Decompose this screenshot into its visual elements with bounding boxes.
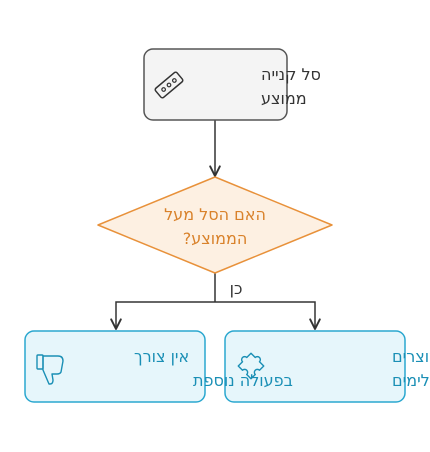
node-start-label-line2: ממוצע	[261, 89, 307, 108]
node-suggest-label-line2: משלימים	[392, 371, 430, 390]
node-no-action-box	[24, 330, 206, 403]
node-start-box	[143, 48, 288, 121]
node-suggest-box	[224, 330, 406, 403]
ticket-icon	[154, 71, 184, 99]
node-start-label-line1: סל קנייה	[261, 65, 321, 84]
node-no-action-label-line2: בפעולה נוספת	[193, 371, 293, 390]
thumbs-down-icon	[36, 354, 64, 385]
node-decision-label-line2: ?הממוצע	[183, 229, 248, 248]
node-decision-label-line1: האם הסל מעל	[164, 205, 266, 224]
node-start: סל קנייה ממוצע	[143, 48, 321, 121]
puzzle-icon	[237, 352, 265, 380]
edge-to-suggest	[215, 301, 321, 330]
node-decision: האם הסל מעל ?הממוצע	[97, 176, 333, 274]
edges: כן	[110, 120, 321, 330]
node-suggest-label-line1: הצעת מוצרים	[392, 347, 430, 366]
edge-to-no-action	[110, 301, 215, 330]
node-no-action-label-line1: אין צורך	[134, 347, 189, 366]
node-no-action: אין צורך בפעולה נוספת	[24, 330, 293, 403]
edge-label-yes: כן	[230, 279, 243, 298]
node-decision-diamond	[97, 176, 333, 274]
node-suggest: הצעת מוצרים משלימים	[224, 330, 430, 403]
